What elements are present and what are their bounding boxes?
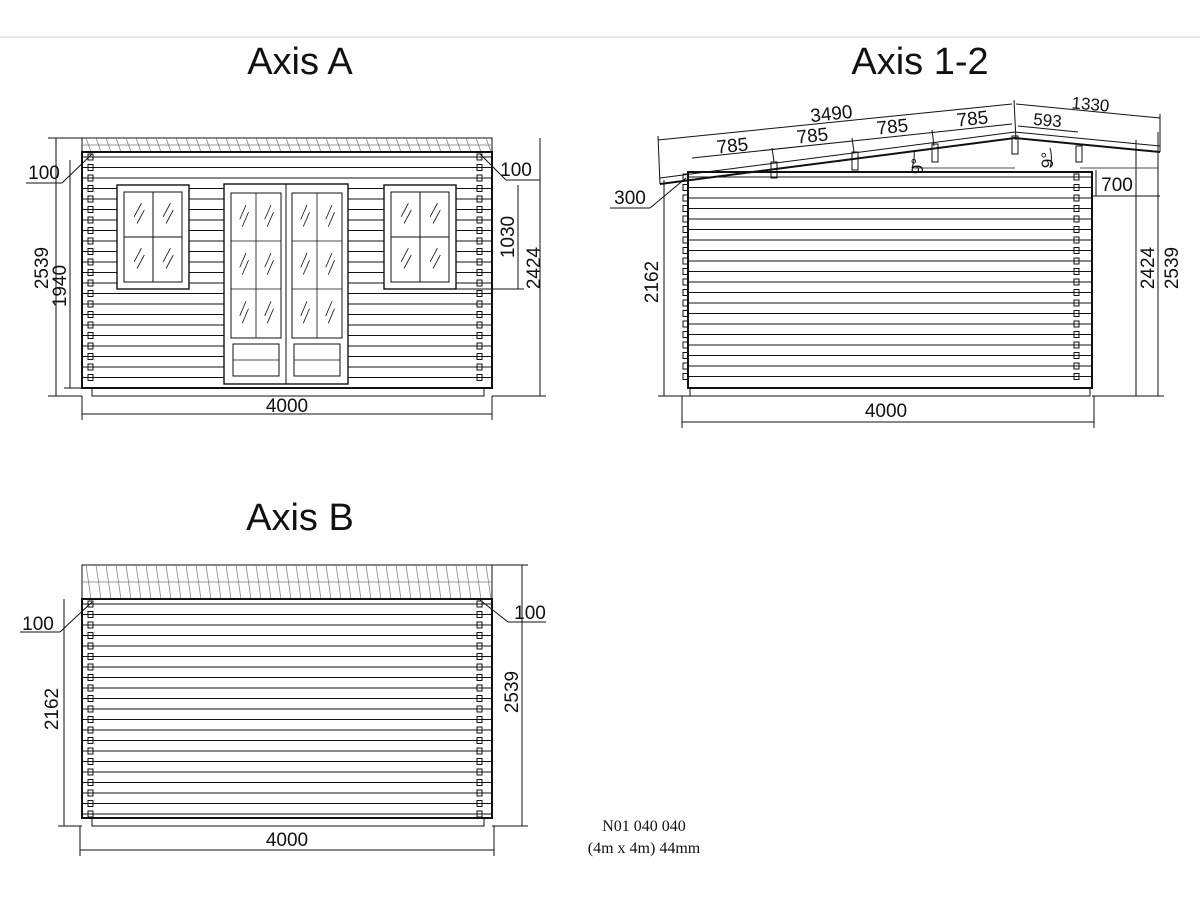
axis-12-angle-left: 9° bbox=[908, 158, 927, 174]
axis-b-dim-width: 4000 bbox=[266, 830, 308, 851]
axis-12-dim-width: 4000 bbox=[865, 401, 907, 422]
axis-12-view: Axis 1-2 bbox=[610, 41, 1183, 428]
axis-b-title: Axis B bbox=[246, 497, 354, 539]
axis-a-double-door bbox=[223, 183, 349, 385]
axis-a-dim-eave-right: 100 bbox=[500, 160, 532, 181]
axis-a-dim-width: 4000 bbox=[266, 396, 308, 417]
axis-a-dim-side-height: 2424 bbox=[524, 246, 545, 289]
axis-b-dim-total-height: 2539 bbox=[502, 671, 523, 713]
axis-12-dim-seg2: 785 bbox=[796, 124, 830, 148]
axis-12-dim-seg3: 785 bbox=[876, 115, 910, 139]
axis-12-dim-seg4: 785 bbox=[956, 107, 990, 131]
axis-12-dim-overhang: 1330 bbox=[1071, 93, 1110, 115]
axis-a-foundation bbox=[91, 387, 485, 397]
axis-b-dimensions bbox=[20, 564, 546, 856]
axis-12-dim-seg-short: 593 bbox=[1033, 110, 1063, 131]
axis-b-dim-eave-right: 100 bbox=[514, 603, 546, 624]
axis-12-purlins bbox=[770, 135, 1083, 179]
axis-b-dim-eave-left: 100 bbox=[22, 614, 54, 635]
axis-12-dim-seg1: 785 bbox=[716, 134, 750, 158]
axis-b-view: Axis B 100 100 2162 2539 4000 bbox=[20, 497, 546, 856]
axis-b-foundation bbox=[91, 817, 485, 827]
axis-12-dim-wall-height: 2162 bbox=[642, 261, 663, 303]
axis-a-dim-total-height: 2539 bbox=[32, 247, 53, 289]
product-code: N01 040 040 bbox=[602, 818, 686, 835]
axis-a-roof-hatch bbox=[82, 137, 492, 153]
axis-a-right-window bbox=[383, 184, 457, 290]
axis-a-glass-hatch bbox=[133, 203, 441, 324]
axis-12-roof-top bbox=[659, 136, 1161, 185]
axis-12-angle-right: 9° bbox=[1038, 152, 1057, 168]
axis-a-dim-wall-height: 1940 bbox=[50, 265, 71, 307]
axis-a-view: Axis A bbox=[26, 41, 546, 420]
axis-a-dimensions bbox=[26, 137, 546, 420]
axis-b-log-lines bbox=[82, 600, 492, 818]
axis-12-dim-eave: 300 bbox=[614, 188, 646, 209]
axis-12-dim-overhang-height: 700 bbox=[1101, 175, 1133, 196]
axis-12-title: Axis 1-2 bbox=[851, 41, 988, 83]
axis-a-left-window bbox=[116, 184, 190, 290]
axis-12-dimensions bbox=[610, 99, 1164, 428]
axis-a-dim-eave-left: 100 bbox=[28, 163, 60, 184]
axis-12-dim-rafter: 3490 bbox=[809, 102, 853, 127]
axis-12-log-lines bbox=[682, 173, 1092, 380]
top-divider bbox=[0, 36, 1200, 38]
product-spec: (4m x 4m) 44mm bbox=[588, 840, 701, 857]
axis-12-dim-total-height: 2539 bbox=[1162, 247, 1183, 289]
axis-12-dim-side-height: 2424 bbox=[1138, 246, 1159, 289]
axis-b-roof-hatch bbox=[82, 564, 492, 600]
axis-12-foundation bbox=[689, 387, 1091, 397]
axis-b-dim-wall-height: 2162 bbox=[42, 688, 63, 730]
axis-a-title: Axis A bbox=[247, 41, 353, 83]
axis-a-dim-window-height: 1030 bbox=[498, 216, 519, 258]
